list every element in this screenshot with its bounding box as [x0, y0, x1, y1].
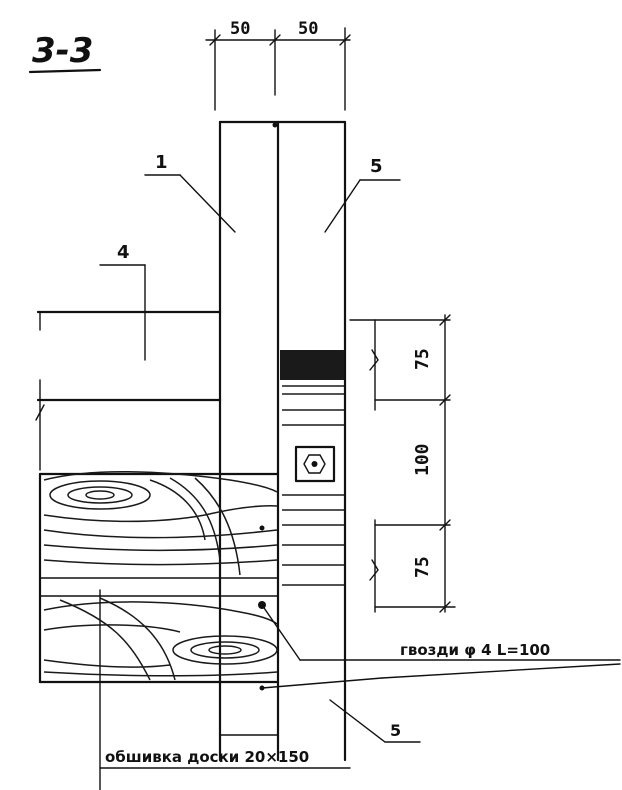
callout-post-label: 1	[155, 152, 168, 173]
callout-sheathing: обшивка доски 20×150	[99, 589, 351, 790]
dim-right-lower: 75	[412, 556, 433, 578]
dim-top-left: 50	[230, 19, 250, 39]
nail-marks	[258, 122, 278, 691]
callout-post: 1	[144, 152, 236, 233]
top-dimensions: 50 50	[205, 19, 351, 111]
beam	[35, 310, 222, 471]
callout-beam-label: 4	[117, 242, 130, 263]
callout-board-right-label: 5	[370, 156, 383, 177]
dim-right-middle: 100	[412, 443, 433, 476]
dim-right-upper: 75	[412, 348, 433, 370]
blocking-hatch	[280, 350, 344, 586]
callout-beam: 4	[99, 242, 146, 361]
callout-board-right: 5	[324, 156, 401, 233]
right-dimensions: 75 100 75	[349, 314, 456, 613]
callout-board-bottom-label: 5	[390, 721, 401, 740]
callout-nails: гвозди φ 4 L=100	[261, 604, 621, 689]
callout-board-bottom: 5	[329, 699, 421, 743]
board-right	[276, 120, 347, 762]
sheathing-note: обшивка доски 20×150	[105, 748, 309, 766]
sheathing-boards	[38, 471, 280, 684]
nails-note: гвозди φ 4 L=100	[400, 641, 550, 659]
dim-top-right: 50	[298, 19, 318, 39]
section-title: 3-3	[32, 31, 93, 71]
bolt-icon	[294, 445, 336, 483]
